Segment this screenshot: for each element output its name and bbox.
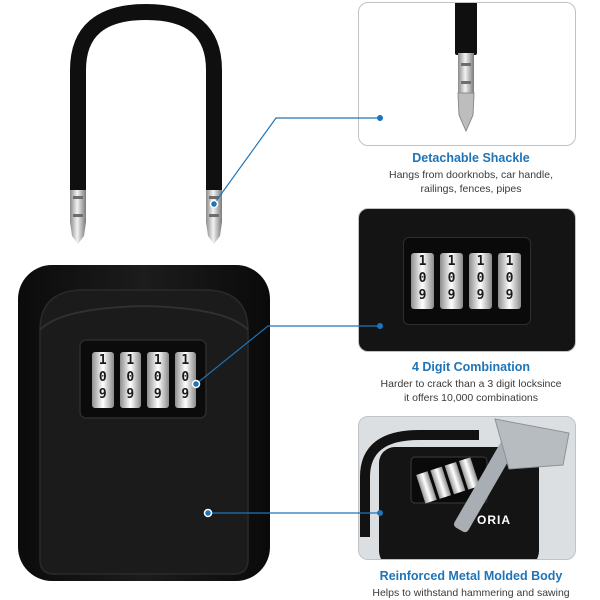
dial-digit: 9 [153, 387, 162, 402]
dial-digit: 9 [181, 387, 190, 402]
dial-digit: 9 [126, 387, 135, 402]
dial-wheel[interactable]: 1 0 9 [147, 352, 169, 408]
dial-digit: 0 [181, 370, 190, 385]
connector-combination [195, 325, 380, 385]
dial-wheel[interactable]: 1 0 9 [174, 352, 196, 408]
dial-digit: 0 [126, 370, 135, 385]
dial-digit: 9 [98, 387, 107, 402]
panel-dot-combination [377, 323, 383, 329]
brand-logo: ORIA [477, 513, 511, 527]
combination-dial[interactable]: 1 0 9 1 0 9 1 0 9 1 0 9 [92, 352, 196, 408]
feature-title-combination: 4 Digit Combination [411, 360, 531, 374]
dial-wheel[interactable]: 1 0 9 [92, 352, 114, 408]
feature-desc-combination: Harder to crack than a 3 digit locksince… [380, 378, 562, 404]
dial-wheel: 1 0 9 [498, 253, 521, 309]
dial-digit: 0 [447, 271, 456, 286]
callout-dot-combination [191, 379, 201, 389]
dial-digit: 0 [98, 370, 107, 385]
dial-wheel: 1 0 9 [440, 253, 463, 309]
connector-shackle [213, 117, 380, 205]
hammer-test-image [360, 418, 570, 559]
panel-dot-body [377, 510, 383, 516]
combination-detail-dial: 1 0 9 1 0 9 1 0 9 1 0 9 [411, 253, 521, 309]
dial-digit: 0 [153, 370, 162, 385]
dial-digit: 0 [476, 271, 485, 286]
dial-digit: 1 [126, 353, 135, 368]
dial-digit: 0 [418, 271, 427, 286]
dial-digit: 1 [418, 254, 427, 269]
dial-digit: 9 [476, 288, 485, 303]
dial-digit: 1 [476, 254, 485, 269]
feature-title-shackle: Detachable Shackle [412, 151, 530, 165]
dial-digit: 9 [505, 288, 514, 303]
dial-digit: 1 [447, 254, 456, 269]
callout-dot-body [203, 508, 213, 518]
dial-digit: 9 [418, 288, 427, 303]
shackle-pin-image [455, 3, 477, 133]
dial-digit: 1 [181, 353, 190, 368]
dial-digit: 1 [153, 353, 162, 368]
panel-dot-shackle [377, 115, 383, 121]
dial-digit: 1 [98, 353, 107, 368]
dial-digit: 9 [447, 288, 456, 303]
dial-wheel[interactable]: 1 0 9 [119, 352, 141, 408]
dial-wheel: 1 0 9 [469, 253, 492, 309]
feature-title-body: Reinforced Metal Molded Body [379, 569, 563, 583]
feature-desc-body: Helps to withstand hammering and sawing [372, 587, 570, 599]
feature-desc-shackle: Hangs from doorknobs, car handle, railin… [388, 169, 553, 195]
callout-dot-shackle [209, 199, 219, 209]
combination-detail-panel: 1 0 9 1 0 9 1 0 9 1 0 9 [358, 208, 576, 352]
dial-digit: 0 [505, 271, 514, 286]
hammer-test-panel: ORIA [358, 416, 576, 560]
shackle-detail-panel [358, 2, 576, 146]
dial-digit: 1 [505, 254, 514, 269]
dial-wheel: 1 0 9 [411, 253, 434, 309]
